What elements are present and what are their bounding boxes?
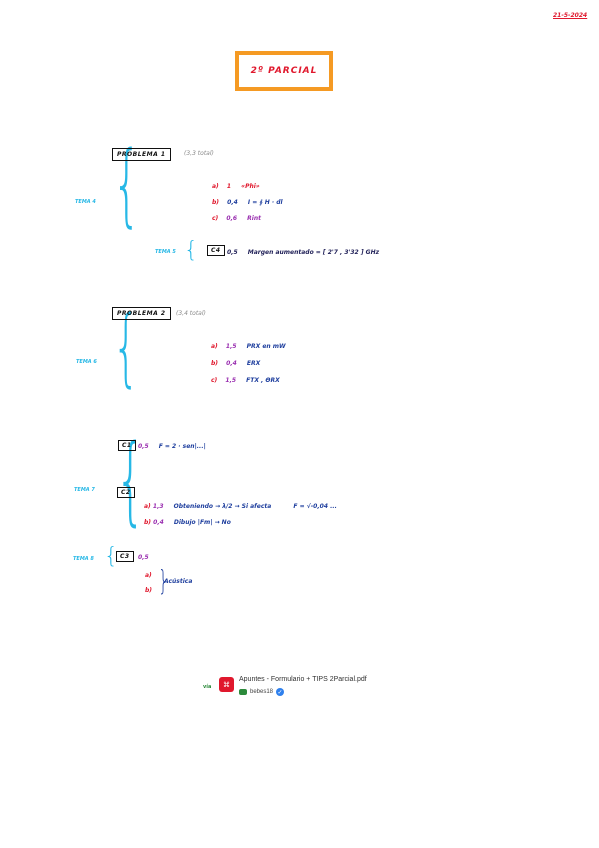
c2-label: C2 <box>117 487 135 498</box>
footer-via: vía <box>203 684 212 690</box>
tema8-label: TEMA 8 <box>73 556 94 562</box>
footer-filename[interactable]: Apuntes - Formulario + TIPS 2Parcial.pdf <box>239 676 367 683</box>
tema7-label: TEMA 7 <box>74 487 95 493</box>
title-box: 2º PARCIAL <box>235 51 333 91</box>
c3-value: 0,5 <box>138 554 149 561</box>
c1-label: C1 <box>118 440 136 451</box>
problema2-note: (3,4 total) <box>176 310 206 317</box>
p2-item-c: c) 1,5 FTX , ΘRX <box>211 377 280 384</box>
c3-side: Acústica <box>164 578 193 585</box>
tema4-label: TEMA 4 <box>75 199 96 205</box>
problema1-note: (3,3 total) <box>184 150 214 157</box>
p1-item-a: a) 1 «Phi» <box>212 183 260 190</box>
brace-tema7: { <box>115 424 146 536</box>
c4-line: 0,5 Margen aumentado = [ 2'7 , 3'32 ] GH… <box>227 249 380 256</box>
p2-item-a: a) 1,5 PRX en mW <box>211 343 286 350</box>
c3-label: C3 <box>116 551 134 562</box>
user-avatar-icon <box>239 689 247 695</box>
c3-item-a: a) <box>145 572 152 579</box>
tema5-label: TEMA 5 <box>155 249 176 255</box>
c2-item-a: a) 1,3 Obteniendo → λ/2 → Si afecta F = … <box>144 503 337 510</box>
c2-item-b: b) 0,4 Dibujo |Fm| → No <box>144 519 231 526</box>
verified-icon: ✓ <box>276 688 285 696</box>
pdf-icon[interactable]: ⌘ <box>219 677 234 692</box>
date: 21-5-2024 <box>553 12 588 19</box>
brace-tema4: { <box>112 132 141 237</box>
brace-tema8: { <box>104 544 118 569</box>
p1-item-c: c) 0,6 Rint <box>212 215 261 222</box>
tema6-label: TEMA 6 <box>76 359 97 365</box>
footer-user[interactable]: bebes18 <box>250 689 274 695</box>
p2-item-b: b) 0,4 ERX <box>211 360 261 367</box>
p1-item-b: b) 0,4 I = ∮ H · dl <box>212 199 283 206</box>
c3-item-b: b) <box>145 587 153 594</box>
brace-tema5: { <box>184 238 198 263</box>
problema2-label: PROBLEMA 2 <box>112 307 171 320</box>
c4-label: C4 <box>207 245 225 256</box>
c1-line: 0,5 F = 2 · sen|...| <box>138 443 206 450</box>
footer-user-row: bebes18 ✓ <box>239 688 285 696</box>
page-title: 2º PARCIAL <box>250 66 318 76</box>
problema1-label: PROBLEMA 1 <box>112 148 171 161</box>
